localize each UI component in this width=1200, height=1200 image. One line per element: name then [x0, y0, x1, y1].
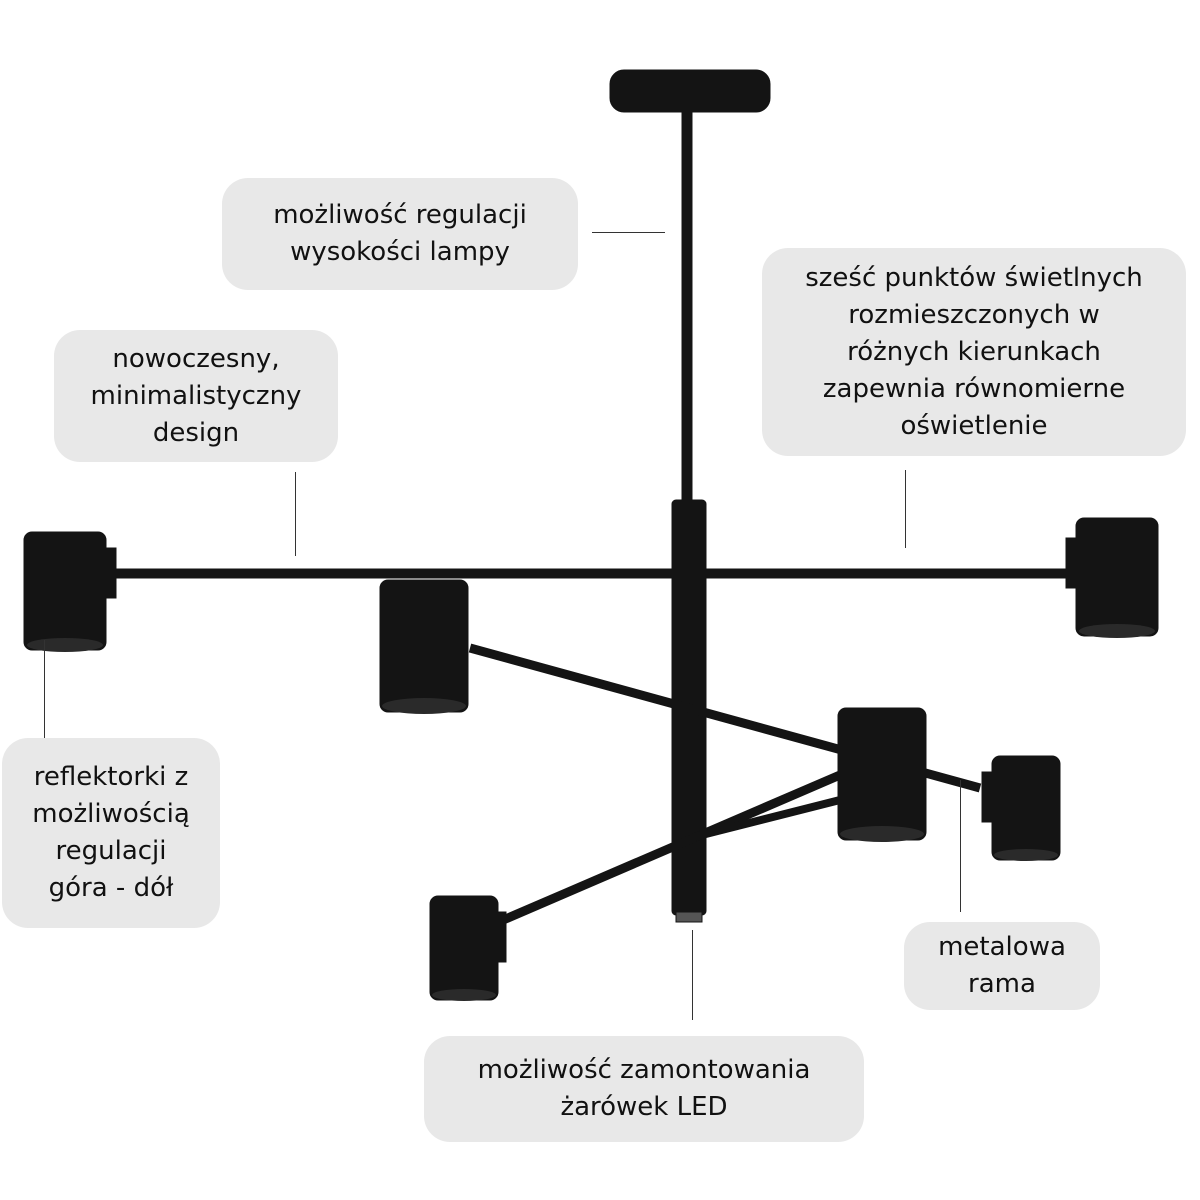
callout-design: nowoczesny, minimalistyczny design [54, 330, 338, 462]
callout-led: możliwość zamontowania żarówek LED [424, 1036, 864, 1142]
callout-six-points: sześć punktów świetlnych rozmieszczonych… [762, 248, 1186, 456]
pointer-line [960, 780, 961, 912]
ceiling-canopy [609, 69, 771, 113]
callout-text: metalowa rama [938, 932, 1066, 999]
diagonal-arm [478, 770, 842, 935]
spotlight-shade [1075, 517, 1159, 637]
pointer-line [592, 232, 665, 233]
suspension-rod [681, 111, 693, 503]
spotlight-shade [837, 707, 927, 841]
spotlight-shade [23, 531, 107, 651]
horizontal-arm [114, 568, 1076, 579]
pointer-line [44, 640, 45, 746]
pointer-line [295, 472, 296, 556]
spotlight-shade [991, 755, 1061, 861]
spotlight-shade [379, 579, 469, 713]
callout-text: reflektorki z możliwością regulacji góra… [32, 762, 190, 903]
callout-text: możliwość zamontowania żarówek LED [477, 1055, 811, 1122]
callout-frame: metalowa rama [904, 922, 1100, 1010]
spotlight-shade [429, 895, 499, 1001]
pointer-line [692, 930, 693, 1020]
callout-text: możliwość regulacji wysokości lampy [273, 200, 527, 267]
callout-text: nowoczesny, minimalistyczny design [90, 343, 302, 448]
callout-spotlights: reflektorki z możliwością regulacji góra… [2, 738, 220, 928]
callout-height-adjust: możliwość regulacji wysokości lampy [222, 178, 578, 290]
callout-text: sześć punktów świetlnych rozmieszczonych… [805, 262, 1143, 441]
pointer-line [905, 470, 906, 548]
